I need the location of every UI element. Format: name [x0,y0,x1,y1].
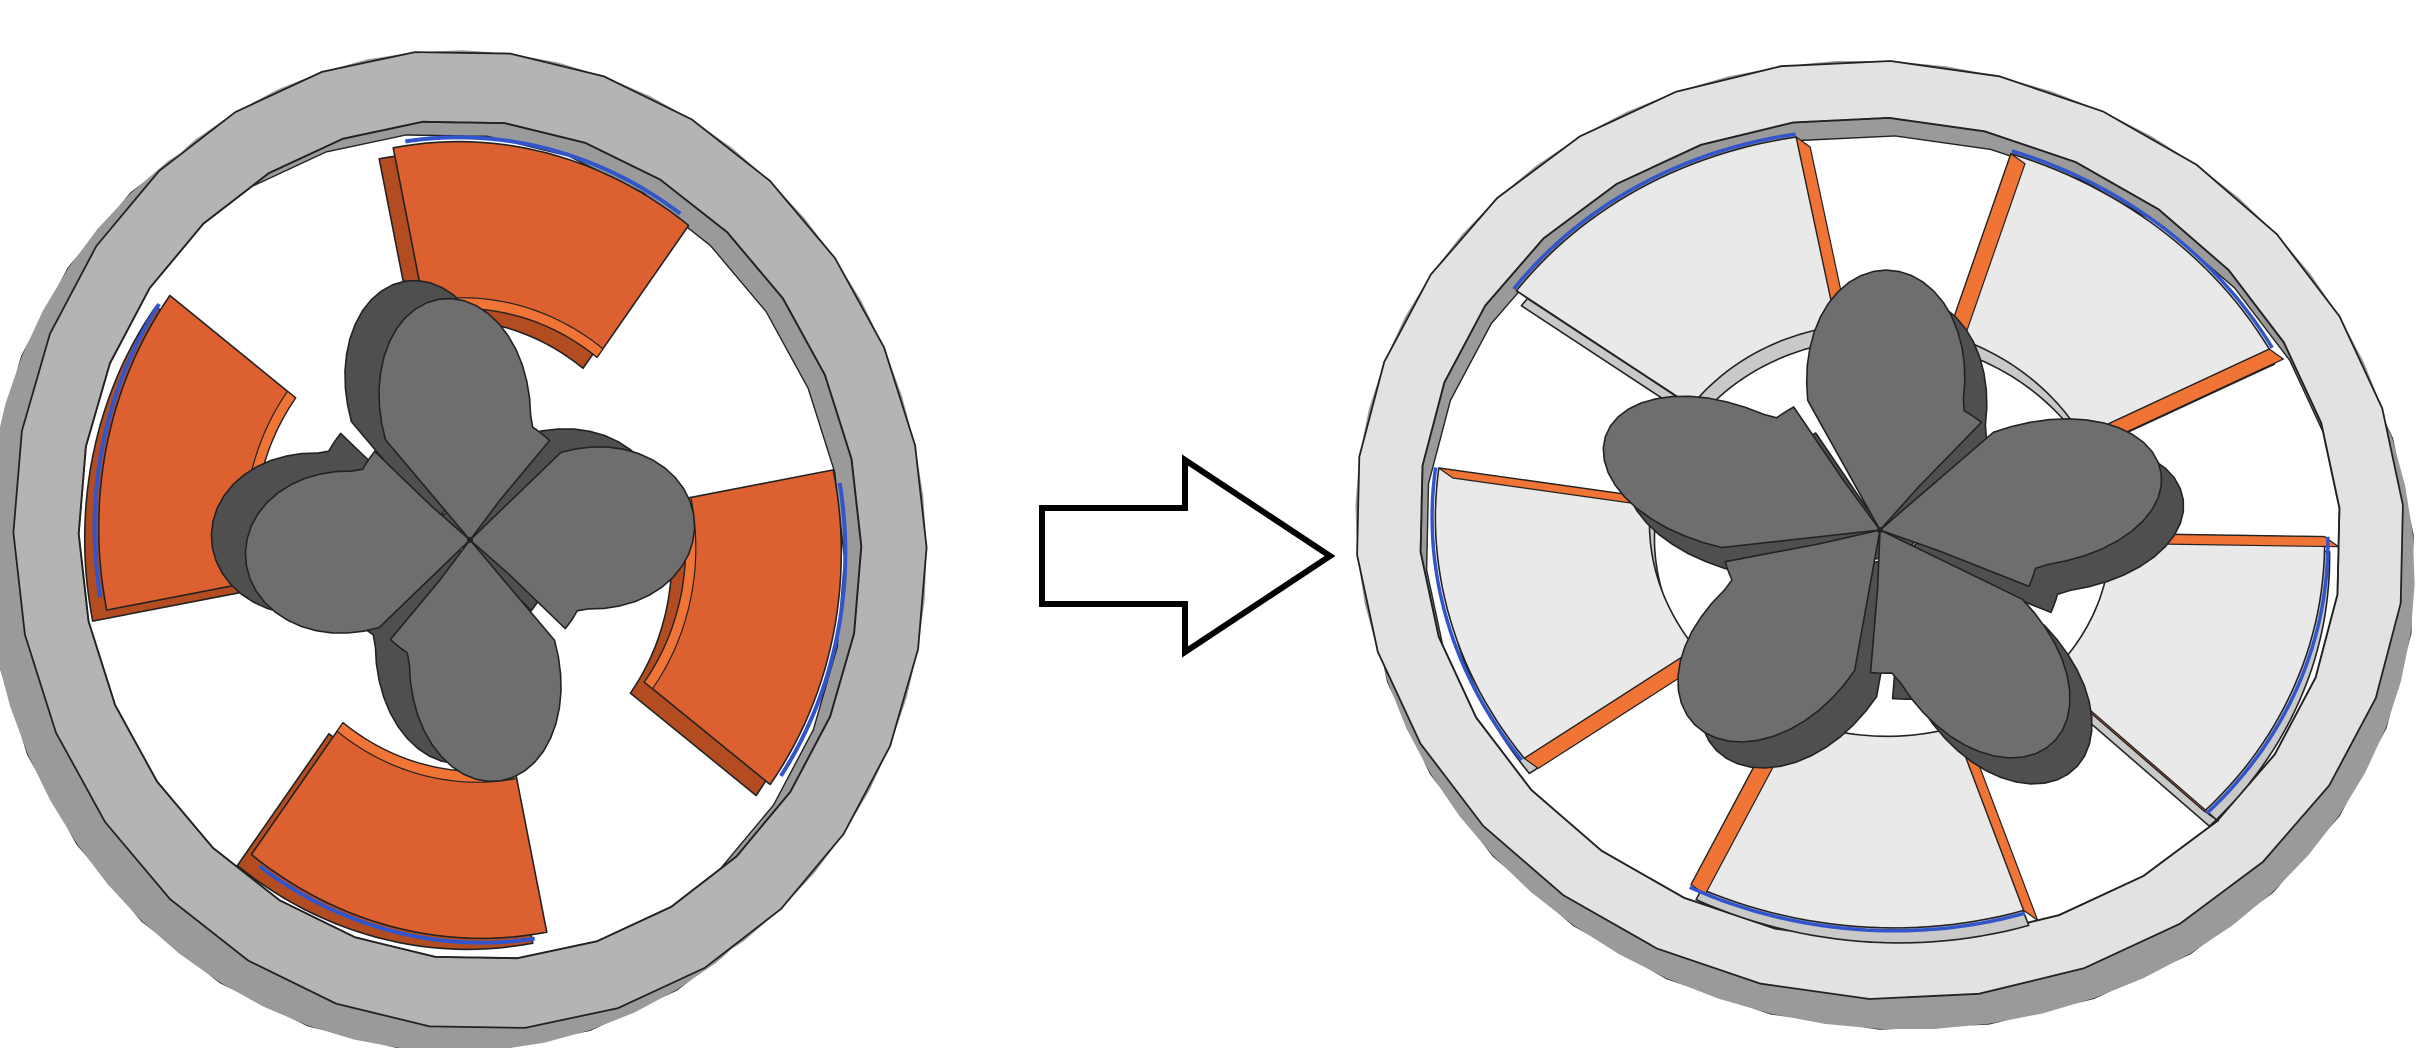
rotor-lobe-face-4 [1805,269,1983,531]
coil-winding [779,482,848,777]
stator-bore-edge [1419,116,2341,944]
transform-arrow [1039,454,1336,658]
arrow-shape [1039,454,1336,658]
rotor-lobe-face-2 [389,539,562,783]
rotor [1602,269,2185,785]
rotor-hub [467,537,473,543]
motor-before-four-pole [0,50,928,1048]
coil-winding [92,303,161,598]
rotor-lobe-face-3 [1602,395,1881,549]
rotor-lobe-face-4 [378,297,551,541]
stator-pole-1 [1947,149,2284,453]
coil-winding [1430,467,1523,762]
stator-pole-5 [1512,132,1852,422]
stator-bore-edge [77,120,863,960]
coil-winding [258,864,535,945]
stator-pole-4 [1430,467,1711,775]
coil-winding [2011,149,2274,349]
rotor-lobe-face-1 [1869,529,2071,759]
coil-winding [405,135,682,216]
rotor-lobe-face-5 [1879,417,2163,588]
coil-winding [1512,132,1796,291]
rotor-hub [1877,527,1883,533]
rotor-lobe-face-3 [244,450,471,634]
rotor-lobe-face-2 [1677,529,1881,743]
coil-winding [2205,536,2330,815]
rotor [210,279,696,783]
motor-after-five-pole [1355,60,2415,1030]
rotor-lobe-face-1 [469,446,696,630]
coil-winding [1689,885,2026,933]
